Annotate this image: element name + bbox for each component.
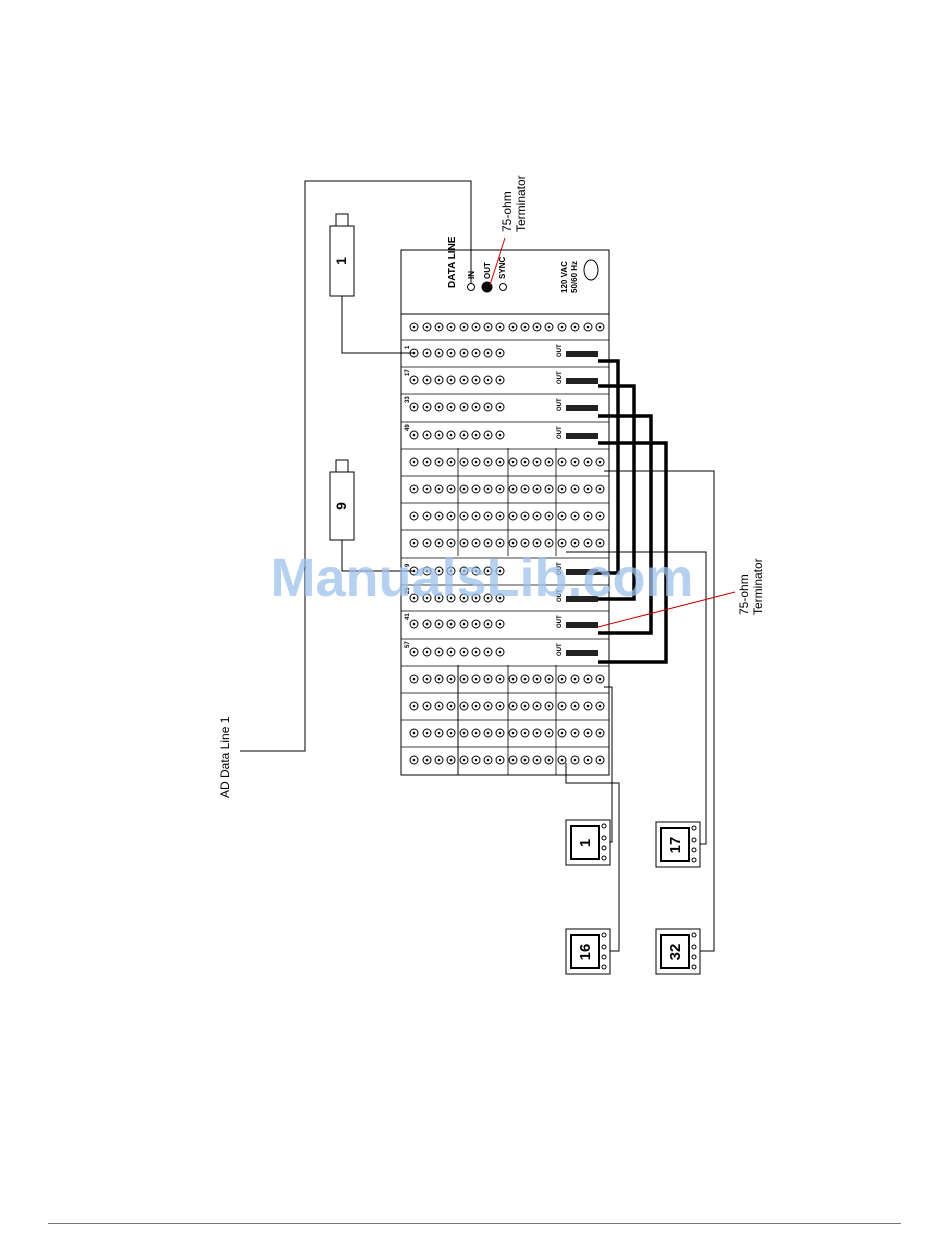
module-out-label: OUT: [557, 643, 563, 656]
module-out-label: OUT: [557, 344, 563, 357]
monitor-1-number: 1: [577, 839, 594, 847]
module-number: 1: [405, 345, 411, 349]
in-connector-icon: [468, 284, 475, 291]
power-label-1: 120 VAC: [560, 261, 569, 293]
terminator-top-line1: 75-ohm: [500, 191, 514, 232]
monitor-32-number: 32: [667, 944, 684, 961]
module-number: 49: [405, 424, 411, 431]
camera-1-number: 1: [333, 257, 349, 265]
power-label-2: 50/60 Hz: [570, 261, 579, 293]
monitor-16-number: 16: [577, 944, 594, 961]
module-number: 41: [405, 613, 411, 620]
module-number: 17: [405, 369, 411, 376]
terminator-bottom-line1: 75-ohm: [737, 574, 751, 615]
module-number: 33: [405, 396, 411, 403]
module-number: 57: [405, 641, 411, 648]
module-out-label: OUT: [557, 371, 563, 384]
terminal-block: [566, 433, 598, 439]
out-label: OUT: [483, 262, 492, 279]
sync-connector-icon: [500, 284, 507, 291]
terminator-top-line2: Terminator: [514, 175, 528, 232]
monitor-17: 17: [656, 822, 700, 867]
watermark: ManualsLib.com: [270, 548, 693, 608]
ad-data-line-label: AD Data Line 1: [218, 716, 232, 798]
terminator-callout-top: 75-ohm Terminator: [490, 175, 528, 285]
terminal-block: [566, 405, 598, 411]
camera-9-number: 9: [333, 502, 349, 510]
terminal-block: [566, 650, 598, 656]
terminal-block: [566, 351, 598, 357]
footer-divider: [48, 1223, 901, 1224]
terminal-block: [566, 622, 598, 628]
camera-1: 1: [330, 214, 354, 296]
module-out-label: OUT: [557, 398, 563, 411]
monitor-16: 16: [566, 929, 610, 974]
data-line-panel: DATA LINE IN OUT SYNC 120 VAC 50/60 Hz: [447, 236, 598, 293]
module-out-label: OUT: [557, 615, 563, 628]
power-inlet-icon: [584, 260, 598, 280]
monitor-32: 32: [656, 929, 700, 974]
data-line-label: DATA LINE: [447, 236, 458, 288]
sync-label: SYNC: [498, 257, 507, 279]
loop-through-cables: [598, 361, 666, 662]
camera-9: 9: [330, 460, 354, 540]
monitor-17-number: 17: [667, 837, 684, 854]
terminator-bottom-line2: Terminator: [751, 558, 765, 615]
module-out-label: OUT: [557, 426, 563, 439]
monitor-1: 1: [566, 820, 610, 865]
terminal-block: [566, 378, 598, 384]
